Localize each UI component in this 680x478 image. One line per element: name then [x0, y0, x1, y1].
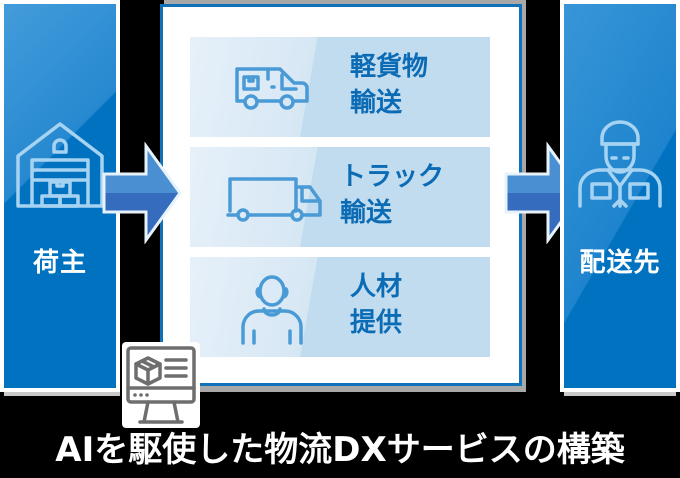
diagram-caption: AIを駆使した物流DXサービスの構築 — [55, 430, 625, 470]
service-label-staffing: 人材 提供 — [350, 272, 403, 338]
shipper-shadow — [4, 392, 120, 396]
van-icon — [235, 67, 309, 110]
truck-icon — [226, 177, 322, 222]
service-label-light-cargo: 軽貨物 輸送 — [350, 52, 429, 118]
shipper-label: 荷主 — [32, 248, 87, 278]
warehouse-icon — [16, 122, 104, 208]
destination-column: 配送先 — [560, 0, 680, 392]
service-card-light-cargo: 軽貨物 輸送 — [190, 37, 490, 137]
service-label-truck: トラック 輸送 — [340, 162, 445, 228]
arrow-right-icon — [102, 142, 182, 244]
computer-package-icon — [122, 342, 200, 428]
destination-shadow — [564, 392, 676, 396]
delivery-worker-icon — [578, 120, 662, 208]
service-card-truck: トラック 輸送 — [190, 147, 490, 247]
shipper-column: 荷主 — [0, 0, 120, 392]
destination-label: 配送先 — [579, 248, 661, 278]
services-panel: 軽貨物 輸送 トラック 輸送 人材 提供 — [160, 4, 522, 386]
service-card-staffing: 人材 提供 — [190, 257, 490, 357]
person-icon — [241, 275, 303, 345]
